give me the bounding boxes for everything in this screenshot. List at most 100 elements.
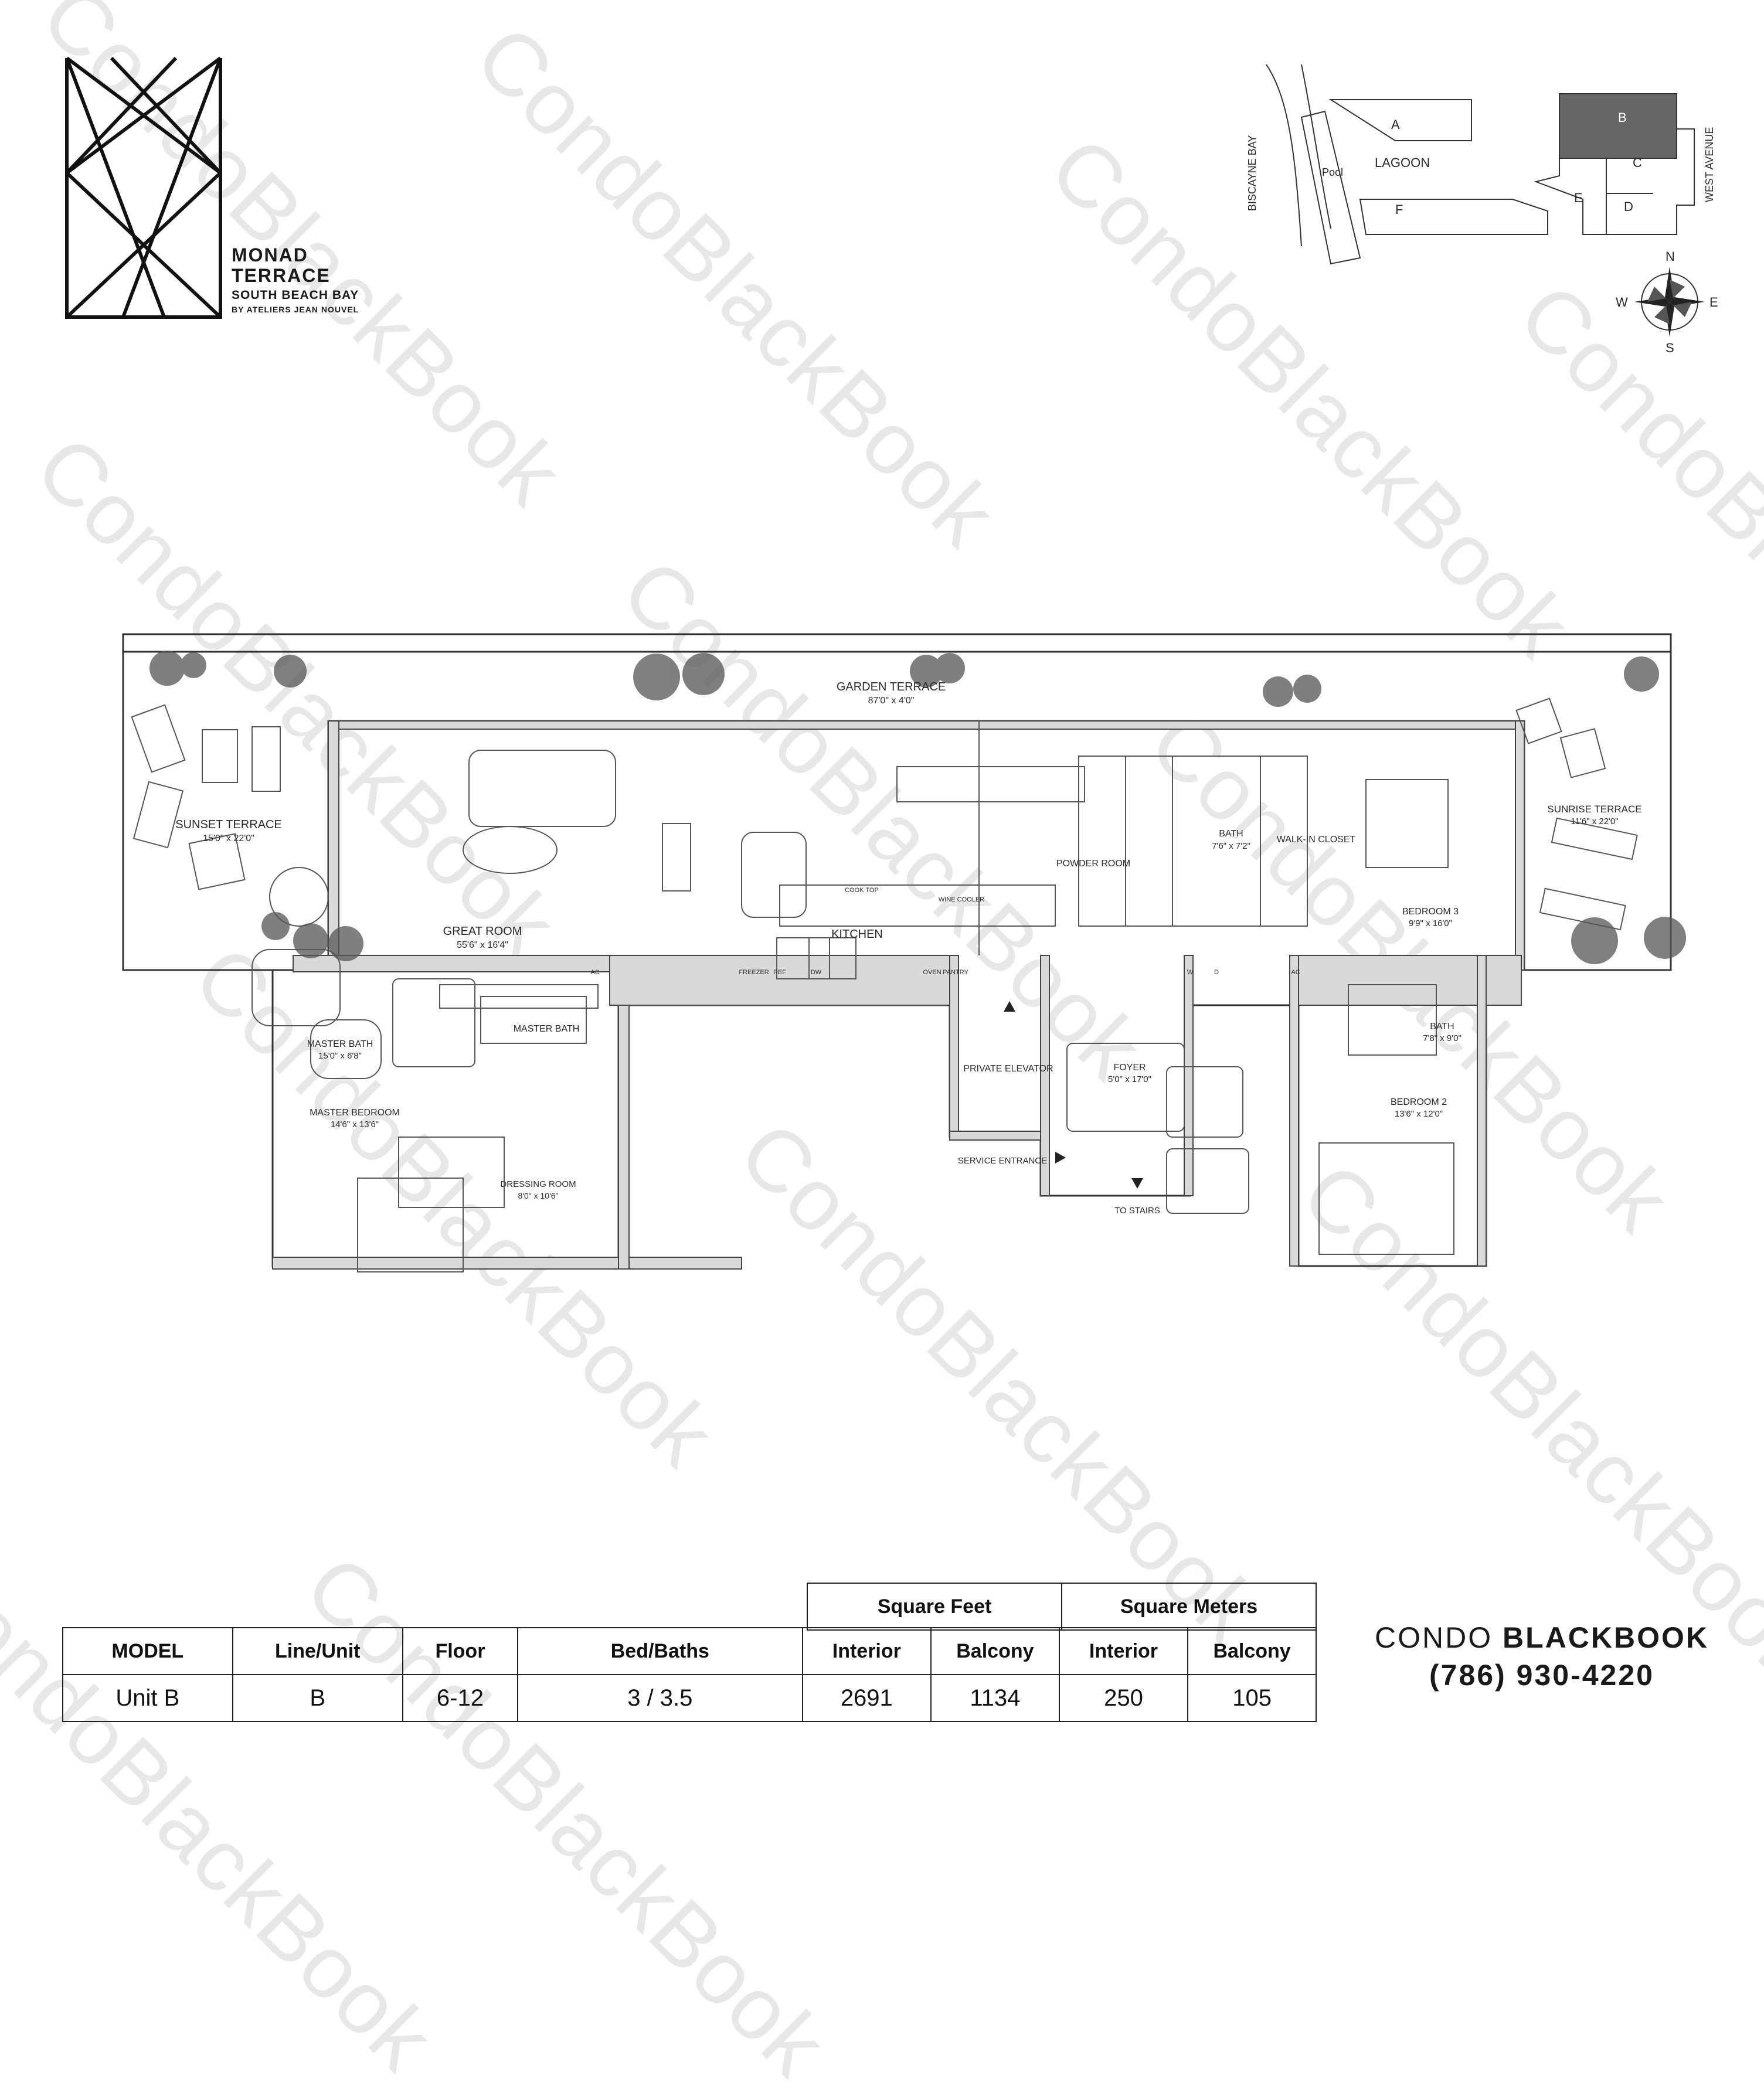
label-powder-room: POWDER ROOM [1056, 859, 1130, 869]
fixture-oven: OVEN [923, 969, 941, 976]
header-floor: Floor [402, 1627, 519, 1675]
label-garden-terrace-dims: 87'0" x 4'0" [868, 696, 915, 706]
fixture-wine-cooler: WINE COOLER [939, 896, 984, 903]
compass-n: N [1666, 249, 1675, 264]
building-b-highlight [1559, 93, 1677, 159]
fixture-cooktop: COOK TOP [845, 887, 879, 894]
compass-s: S [1666, 341, 1674, 355]
label-bedroom-3-dims: 9'9" x 16'0" [1409, 918, 1452, 928]
service-entrance-arrow-icon [1055, 1152, 1066, 1163]
label-to-stairs: TO STAIRS [1114, 1206, 1160, 1216]
site-label-f: F [1395, 202, 1403, 217]
site-label-e: E [1574, 190, 1583, 205]
label-bedroom-2-dims: 13'6" x 12'0" [1395, 1109, 1443, 1119]
logo-name-line1: MONAD [232, 244, 308, 266]
compass-w: W [1616, 295, 1628, 309]
fixture-freezer: FREEZER [739, 969, 769, 976]
value-floor: 6-12 [402, 1674, 519, 1722]
label-private-elevator: PRIVATE ELEVATOR [963, 1064, 1053, 1074]
fixture-dw: DW [811, 969, 822, 976]
label-dressing-room: DRESSING ROOM [500, 1179, 576, 1189]
label-foyer-dims: 5'0" x 17'0" [1108, 1074, 1151, 1084]
fixture-washer: W [1187, 969, 1194, 976]
site-label-lagoon: LAGOON [1375, 155, 1430, 170]
site-label-a: A [1391, 117, 1400, 132]
label-foyer: FOYER [1113, 1063, 1146, 1073]
logo-name-line2: TERRACE [232, 265, 331, 286]
header-sqm-interior: Interior [1058, 1627, 1189, 1675]
logo-subtitle: SOUTH BEACH BAY [232, 288, 359, 302]
label-sunset-terrace-dims: 15'0" x 22'0" [203, 833, 254, 843]
contact-phone[interactable]: (786) 930-4220 [1429, 1659, 1654, 1692]
site-label-west-avenue: WEST AVENUE [1704, 127, 1715, 202]
label-great-room-dims: 55'6" x 16'4" [457, 940, 508, 950]
site-label-d: D [1624, 199, 1633, 214]
brand-bold: BLACKBOOK [1503, 1621, 1709, 1654]
site-plan: B A C D E F Pool LAGOON BISCAYNE BAY WES… [1246, 64, 1718, 355]
contact-block: CONDO BLACKBOOK (786) 930-4220 [1342, 1621, 1741, 1692]
label-bath-upper-dims: 7'6" x 7'2" [1212, 841, 1250, 851]
value-line-unit: B [232, 1674, 403, 1722]
label-sunrise-terrace-dims: 11'6" x 22'0" [1571, 816, 1618, 826]
label-master-bedroom-dims: 14'6" x 13'6" [331, 1120, 379, 1129]
watermark: CondoBlackBook [457, 6, 1016, 565]
logo-byline: BY ATELIERS JEAN NOUVEL [232, 305, 359, 314]
label-service-entrance: SERVICE ENTRANCE [958, 1156, 1047, 1166]
label-kitchen: KITCHEN [831, 928, 883, 941]
elevator-up-arrow-icon [1004, 1001, 1015, 1012]
stairs-down-arrow-icon [1131, 1178, 1143, 1189]
floor-plan: GARDEN TERRACE 87'0" x 4'0" SUNSET TERRA… [122, 633, 1686, 1272]
label-garden-terrace: GARDEN TERRACE [837, 680, 946, 693]
label-great-room: GREAT ROOM [443, 925, 522, 938]
label-master-bath-left-dims: 15'0" x 6'8" [318, 1051, 362, 1061]
header-square-feet: Square Feet [807, 1583, 1062, 1631]
watermark: CondoBlackBook [0, 1530, 453, 2089]
site-label-c: C [1633, 155, 1642, 170]
planting-icon [149, 651, 1686, 964]
label-dressing-room-dims: 8'0" x 10'6" [518, 1191, 559, 1200]
header-model: MODEL [62, 1627, 233, 1675]
header-sqm-balcony: Balcony [1187, 1627, 1317, 1675]
fixture-ref: REF [773, 969, 786, 976]
brand-logo: MONAD TERRACE SOUTH BEACH BAY BY ATELIER… [64, 56, 369, 325]
value-sqft-balcony: 1134 [930, 1674, 1060, 1722]
label-bath-lower: BATH [1430, 1022, 1454, 1032]
header-line-unit: Line/Unit [232, 1627, 403, 1675]
building-a-outline [1328, 99, 1472, 141]
label-bath-lower-dims: 7'8" x 9'0" [1423, 1033, 1461, 1043]
fixture-dryer: D [1214, 969, 1219, 976]
label-bedroom-3: BEDROOM 3 [1402, 907, 1459, 917]
contact-brand: CONDO BLACKBOOK [1342, 1621, 1741, 1655]
label-bath-upper: BATH [1219, 829, 1243, 839]
spec-group-header-table: Square Feet Square Meters [807, 1583, 1317, 1631]
label-master-bath-right: MASTER BATH [514, 1024, 580, 1034]
fixture-pantry: PANTRY [943, 969, 968, 976]
label-bedroom-2: BEDROOM 2 [1391, 1097, 1447, 1107]
fixture-ac-left: AC [590, 969, 599, 976]
compass-icon: N S E W [1616, 249, 1718, 355]
label-sunset-terrace: SUNSET TERRACE [175, 818, 282, 831]
label-master-bedroom: MASTER BEDROOM [310, 1108, 400, 1118]
garden-railing [122, 633, 1672, 653]
site-label-b: B [1618, 110, 1627, 125]
value-model: Unit B [62, 1674, 233, 1722]
header-sqft-balcony: Balcony [930, 1627, 1060, 1675]
spec-header-row: MODEL Line/Unit Floor Bed/Baths Interior… [62, 1627, 1317, 1675]
monad-logo-mark [65, 56, 222, 319]
spec-data-row: Unit B B 6-12 3 / 3.5 2691 1134 250 105 [62, 1674, 1317, 1722]
value-sqft-interior: 2691 [801, 1674, 932, 1722]
label-master-bath-left: MASTER BATH [307, 1039, 373, 1049]
site-label-pool: Pool [1322, 166, 1343, 178]
header-square-meters: Square Meters [1061, 1583, 1317, 1631]
site-label-biscayne-bay: BISCAYNE BAY [1246, 135, 1258, 211]
fixture-ac-right: AC [1291, 969, 1300, 976]
header-bed-baths: Bed/Baths [517, 1627, 803, 1675]
label-walk-in-closet: WALK-IN CLOSET [1277, 835, 1356, 845]
header-sqft-interior: Interior [801, 1627, 932, 1675]
value-sqm-interior: 250 [1058, 1674, 1189, 1722]
label-sunrise-terrace: SUNRISE TERRACE [1547, 804, 1641, 815]
brand-light: CONDO [1375, 1621, 1493, 1654]
compass-e: E [1709, 295, 1718, 309]
value-sqm-balcony: 105 [1187, 1674, 1317, 1722]
value-bed-baths: 3 / 3.5 [517, 1674, 803, 1722]
